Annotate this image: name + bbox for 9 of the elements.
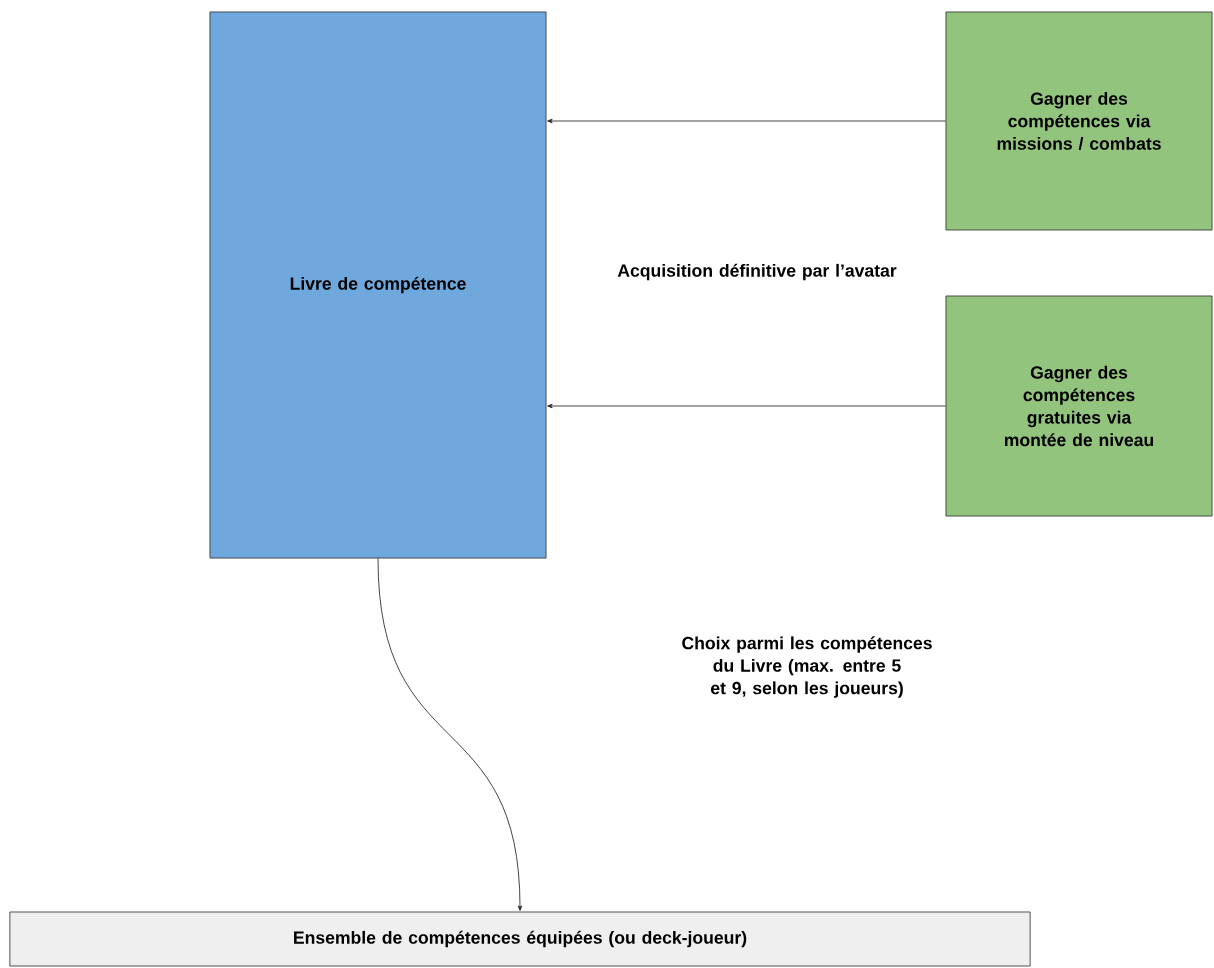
book-box: Livre de compétence — [209, 11, 547, 559]
deck-box: Ensemble de compétences équipées (ou deck-joueur) — [9, 911, 1031, 967]
arrow — [547, 403, 946, 409]
process-box: Gagner des compétences via missions / combats — [945, 11, 1213, 231]
note-text: Choix parmi les compétences du Livre (max. entre 5 et 9, selon les joueurs) — [682, 636, 932, 698]
note-text: Acquisition définitive par l’avatar — [617, 263, 897, 281]
arrow — [377, 558, 523, 911]
process-box: Gagner des compétences gratuites via montée de niveau — [945, 295, 1213, 517]
arrow — [547, 118, 946, 124]
